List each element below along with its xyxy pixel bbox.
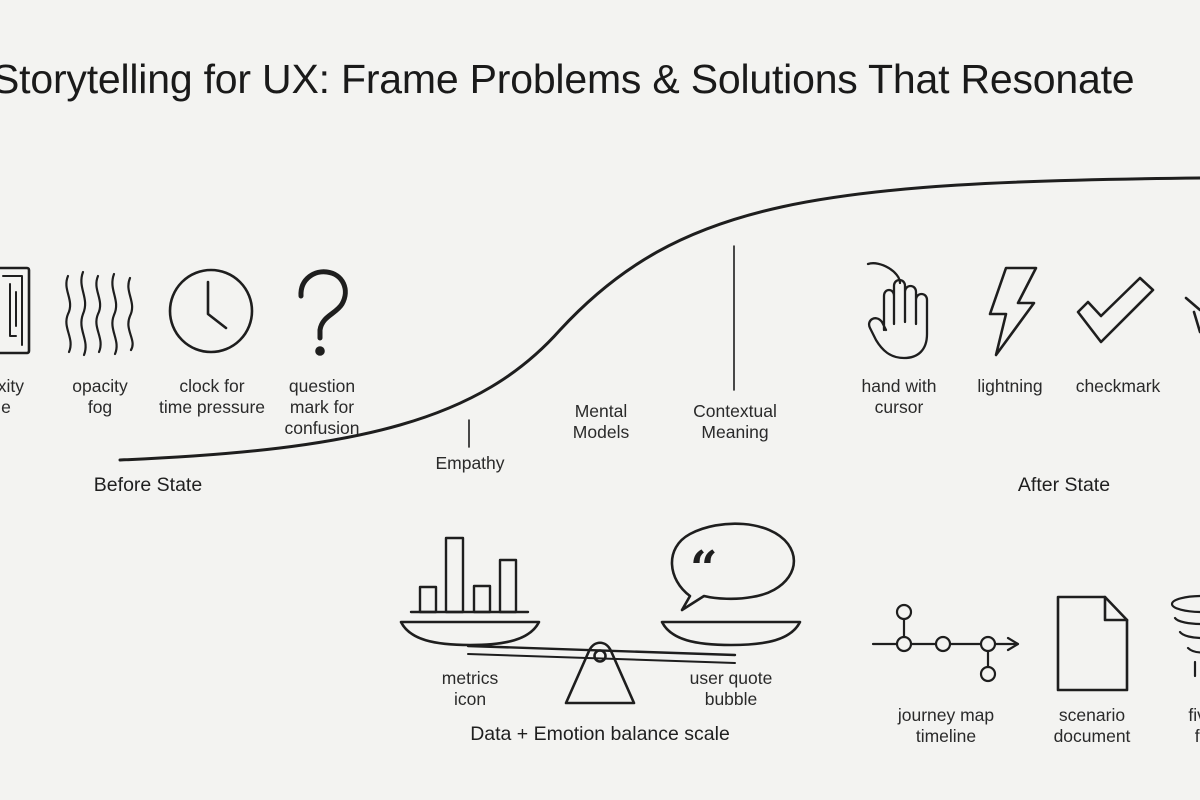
hand-cursor-label: hand with cursor [861, 376, 937, 417]
mental-models-label: Mental Models [572, 401, 630, 442]
fog-label: opacity fog [72, 376, 128, 417]
question-mark-icon [298, 269, 348, 356]
cropped-star-icon [1184, 296, 1200, 334]
quote-label: user quote bubble [689, 668, 773, 709]
funnel-icon [1170, 594, 1200, 678]
checkmark-icon [1076, 276, 1155, 344]
quote-glyph: “ [690, 541, 718, 597]
story-arc-curve [118, 176, 1200, 462]
checkmark-label: checkmark [1075, 376, 1161, 396]
clock-icon [168, 268, 254, 354]
timeline-label: journey map timeline [897, 705, 995, 746]
metrics-icon [409, 536, 530, 614]
after-state-heading: After State [1017, 474, 1111, 496]
lightning-label: lightning [977, 376, 1043, 396]
fog-icon [65, 270, 134, 357]
lightning-icon [988, 266, 1038, 357]
metrics-label: metrics icon [441, 668, 499, 709]
question-label: question mark for confusion [284, 376, 360, 438]
quote-bubble-icon [670, 522, 796, 612]
page-title: Storytelling for UX: Frame Problems & So… [0, 56, 1135, 102]
before-state-heading: Before State [93, 474, 203, 496]
empathy-label: Empathy [435, 453, 505, 473]
maze-icon [0, 266, 31, 355]
document-label: scenario document [1053, 705, 1131, 746]
timeline-icon [871, 603, 1020, 683]
funnel-label: five fu [1188, 705, 1200, 746]
balance-scale [399, 620, 802, 705]
contextual-meaning-label: Contextual Meaning [693, 401, 777, 442]
document-icon [1056, 595, 1129, 692]
hand-cursor-icon [866, 262, 929, 360]
balance-scale-caption: Data + Emotion balance scale [470, 723, 730, 745]
clock-label: clock for time pressure [158, 376, 266, 417]
